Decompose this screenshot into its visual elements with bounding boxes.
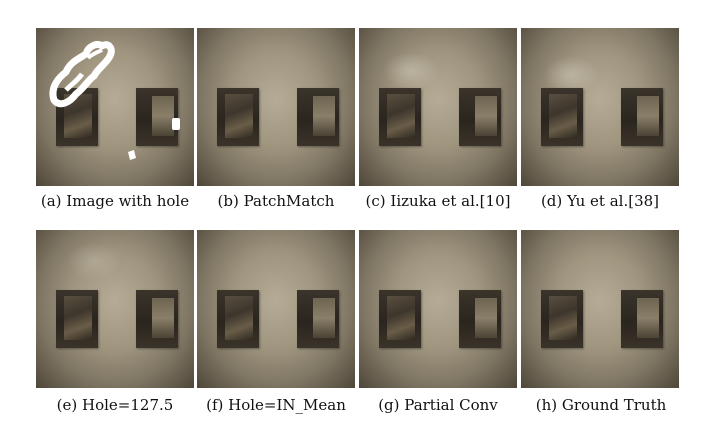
figure-g-partial-conv — [359, 230, 517, 388]
inpaint-artifact — [383, 52, 439, 90]
right-painting — [297, 88, 339, 146]
figure-h-ground-truth — [521, 230, 679, 388]
left-painting — [379, 290, 421, 348]
right-painting — [621, 88, 663, 146]
right-painting — [297, 290, 339, 348]
figure-e-hole-127-5 — [36, 230, 194, 388]
left-painting — [217, 290, 259, 348]
figure-f-hole-in-mean — [197, 230, 355, 388]
caption-b: (b) PatchMatch — [217, 192, 335, 210]
right-painting — [459, 88, 501, 146]
figure-b-patchmatch — [197, 28, 355, 186]
caption-c: (c) Iizuka et al.[10] — [365, 192, 511, 210]
right-painting — [136, 88, 178, 146]
caption-h: (h) Ground Truth — [535, 396, 667, 414]
caption-e: (e) Hole=127.5 — [56, 396, 174, 414]
caption-a: (a) Image with hole — [40, 192, 190, 210]
left-painting — [379, 88, 421, 146]
left-painting — [217, 88, 259, 146]
figure-a-image-with-hole — [36, 28, 194, 186]
inpaint-artifact — [543, 56, 599, 94]
right-painting — [621, 290, 663, 348]
left-painting — [541, 88, 583, 146]
right-painting — [136, 290, 178, 348]
inpaint-artifact — [66, 242, 122, 280]
hole-mask — [49, 40, 180, 160]
figure-d-yu — [521, 28, 679, 186]
figure-c-iizuka — [359, 28, 517, 186]
caption-d: (d) Yu et al.[38] — [540, 192, 660, 210]
left-painting — [56, 290, 98, 348]
right-painting — [459, 290, 501, 348]
left-painting — [541, 290, 583, 348]
caption-g: (g) Partial Conv — [378, 396, 498, 414]
caption-f: (f) Hole=IN_Mean — [206, 396, 346, 414]
